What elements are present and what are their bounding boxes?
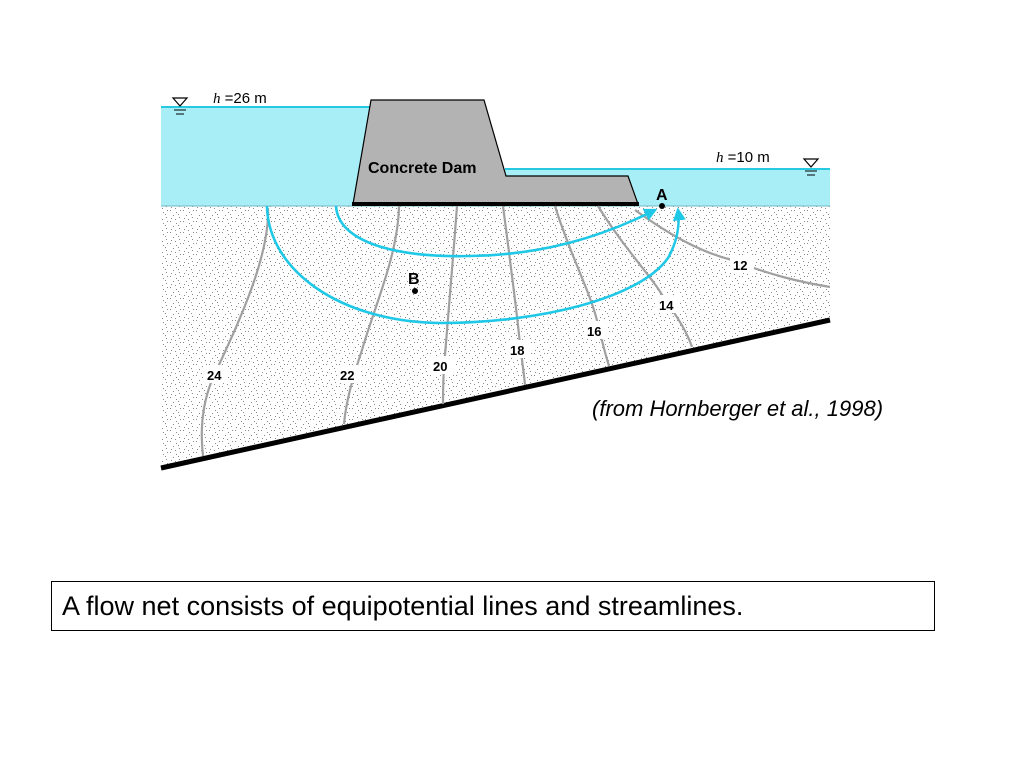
equipotential-line-22 <box>342 205 401 425</box>
tailwater-level-symbol <box>802 158 820 176</box>
equipotential-label-18: 18 <box>510 343 524 358</box>
citation: (from Hornberger et al., 1998) <box>592 396 884 421</box>
headwater-reservoir <box>161 107 371 206</box>
equipotential-label-24: 24 <box>207 368 222 383</box>
equipotential-label-22: 22 <box>340 368 354 383</box>
streamline-outer <box>265 205 686 325</box>
equipotential-label-20: 20 <box>433 359 447 374</box>
equipotential-line-18 <box>501 205 527 386</box>
concrete-dam <box>352 99 639 205</box>
aquifer-soil <box>161 206 830 468</box>
impermeable-boundary <box>160 317 831 471</box>
equipotential-label-16: 16 <box>587 324 601 339</box>
equipotential-label-12: 12 <box>733 258 747 273</box>
streamline-inner <box>334 205 658 258</box>
point-a-marker <box>659 203 665 209</box>
equipotential-line-16 <box>553 205 611 367</box>
caption-box: A flow net consists of equipotential lin… <box>51 581 935 631</box>
point-a-label: A <box>656 187 668 204</box>
equipotential-label-14: 14 <box>659 298 674 313</box>
dam-label: Concrete Dam <box>368 160 476 177</box>
caption-text: A flow net consists of equipotential lin… <box>62 591 744 621</box>
point-b-label: B <box>408 271 420 288</box>
headwater-label: h =26 m <box>213 90 267 107</box>
point-b-marker <box>412 288 418 294</box>
tailwater-label: h =10 m <box>716 149 770 166</box>
headwater-level-symbol <box>171 97 189 115</box>
equipotential-line-20 <box>441 205 459 405</box>
